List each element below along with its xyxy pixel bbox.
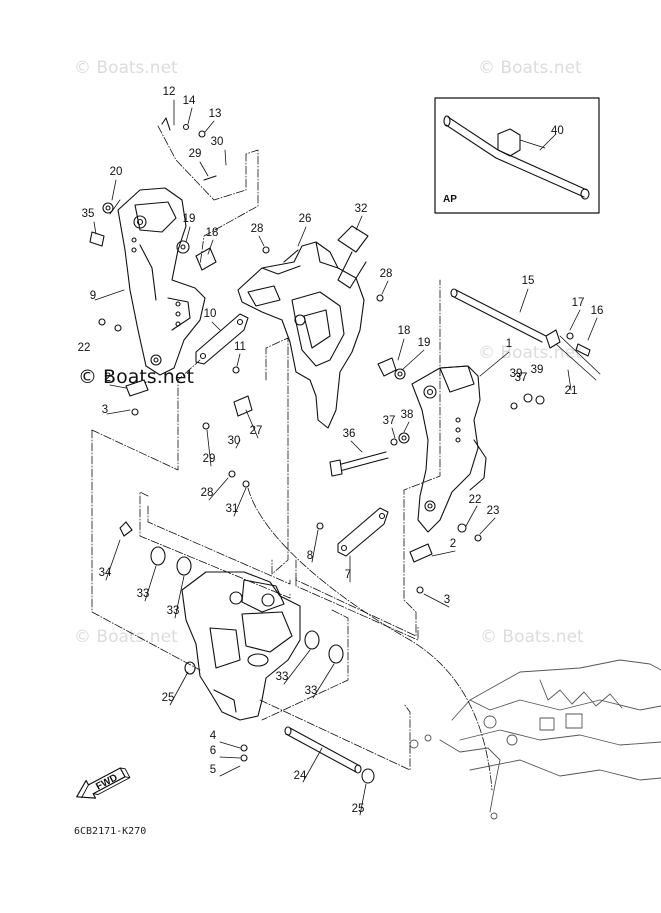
watermark: © Boats.net: [478, 58, 582, 78]
callout-22: 22: [78, 342, 91, 354]
callout-18: 18: [398, 325, 411, 337]
inset-part-number: 40: [551, 125, 564, 137]
callout-28: 28: [251, 223, 264, 235]
callout-37: 37: [383, 415, 396, 427]
bushings: [150, 546, 375, 784]
callout-39: 39: [531, 364, 544, 376]
callout-2: 2: [450, 538, 456, 550]
callout-33: 33: [305, 685, 318, 697]
callout-2: 2: [105, 372, 111, 384]
fwd-arrow-icon: FWD: [76, 767, 131, 799]
callout-24: 24: [294, 770, 307, 782]
callout-39: 39: [510, 368, 523, 380]
callout-29: 29: [189, 148, 202, 160]
callout-1: 1: [506, 338, 512, 350]
outboard-housing-reference: [409, 659, 661, 820]
clamp-bracket-right: [411, 365, 487, 533]
callout-35: 35: [82, 208, 95, 220]
pin-24: [284, 726, 362, 774]
callout-37: 37: [515, 372, 528, 384]
watermark: © Boats.net: [480, 627, 584, 647]
callout-30: 30: [211, 136, 224, 148]
callout-14: 14: [183, 95, 196, 107]
callout-22: 22: [469, 494, 482, 506]
bolt-36: [329, 451, 389, 477]
link-7: [337, 507, 389, 557]
callout-3: 3: [444, 594, 450, 606]
fasteners: [89, 117, 545, 762]
callout-19: 19: [418, 337, 431, 349]
pin-32: [337, 225, 369, 289]
callout-13: 13: [209, 108, 222, 120]
callout-8: 8: [307, 550, 313, 562]
callout-33: 33: [137, 588, 150, 600]
callout-33: 33: [276, 671, 289, 683]
link-10: [195, 313, 249, 365]
swivel-bracket: [237, 241, 365, 429]
callout-9: 9: [90, 290, 96, 302]
callout-17: 17: [572, 297, 585, 309]
callout-6: 6: [210, 745, 216, 757]
drawing-code: 6CB2171-K270: [74, 826, 147, 837]
callout-25: 25: [162, 692, 175, 704]
inset-label: AP: [443, 194, 457, 205]
watermark: © Boats.net: [74, 58, 178, 78]
callout-16: 16: [591, 305, 604, 317]
reference-lines: [91, 125, 493, 791]
callout-29: 29: [203, 453, 216, 465]
callout-23: 23: [487, 505, 500, 517]
watermark: © Boats.net: [478, 343, 582, 363]
callout-26: 26: [299, 213, 312, 225]
callout-31: 31: [226, 503, 239, 515]
callout-12: 12: [163, 86, 176, 98]
callout-3: 3: [102, 404, 108, 416]
tilt-shaft: [450, 288, 601, 381]
callout-21: 21: [565, 385, 578, 397]
callout-11: 11: [234, 341, 246, 353]
callout-27: 27: [250, 425, 263, 437]
callout-28: 28: [380, 268, 393, 280]
callout-25: 25: [352, 803, 365, 815]
callout-18: 18: [206, 227, 219, 239]
callout-5: 5: [210, 764, 216, 776]
callout-7: 7: [345, 569, 351, 581]
callout-28: 28: [201, 487, 214, 499]
callout-32: 32: [355, 203, 368, 215]
leader-lines: [93, 99, 598, 816]
callout-33: 33: [167, 605, 180, 617]
callout-10: 10: [204, 308, 217, 320]
callout-36: 36: [343, 428, 356, 440]
callout-4: 4: [210, 730, 217, 742]
callout-20: 20: [110, 166, 123, 178]
callout-15: 15: [522, 275, 535, 287]
tilt-trim-unit: [181, 571, 301, 721]
callout-34: 34: [99, 567, 112, 579]
inset-box: [434, 97, 600, 214]
clamp-bracket-left: [117, 187, 206, 376]
watermark: © Boats.net: [74, 627, 178, 647]
callout-30: 30: [228, 435, 241, 447]
callout-19: 19: [183, 213, 196, 225]
callout-38: 38: [401, 409, 414, 421]
